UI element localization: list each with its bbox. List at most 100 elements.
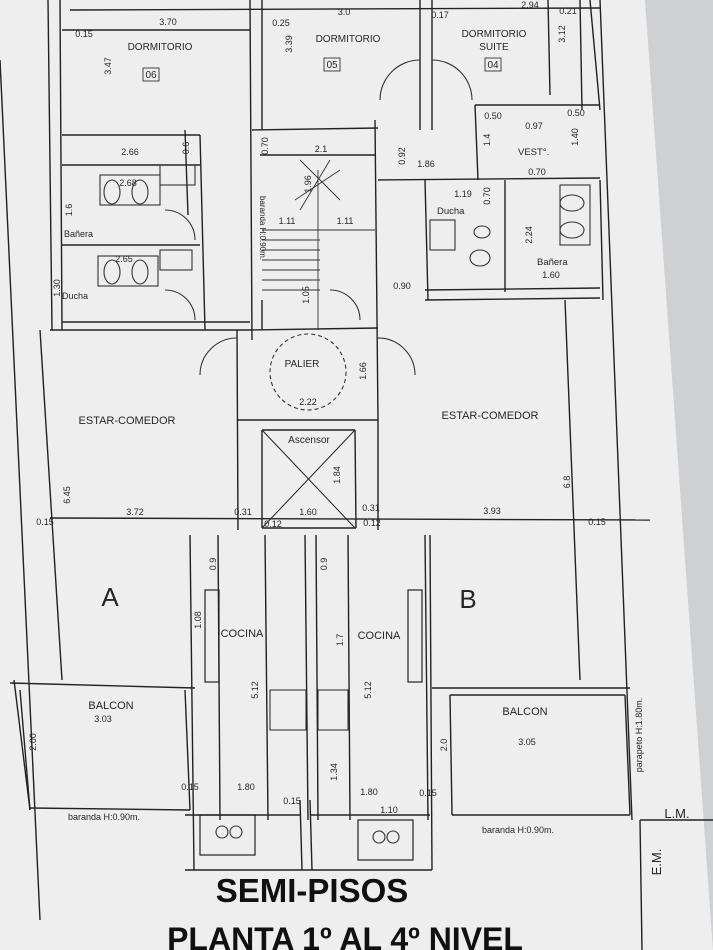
dim-184: 1.84 bbox=[332, 466, 342, 484]
dim-196: 1.96 bbox=[303, 175, 313, 193]
dim-393: 3.93 bbox=[483, 506, 501, 516]
room-cocina-right: COCINA bbox=[358, 630, 401, 642]
dim-645: 6.45 bbox=[62, 486, 72, 504]
dim-305: 3.05 bbox=[518, 737, 536, 747]
dim-200: 2.00 bbox=[28, 733, 38, 751]
stair-treads bbox=[262, 159, 375, 330]
dim-160-mid: 1.60 bbox=[299, 507, 317, 517]
dim-070: 0.70 bbox=[260, 137, 270, 155]
dim-parapeto: parapeto H:1.80m. bbox=[634, 698, 644, 773]
dim-134: 1.34 bbox=[329, 763, 339, 781]
room-number-box-06 bbox=[142, 67, 160, 82]
dim-20: 2.0 bbox=[439, 739, 449, 752]
dim-012-r: 0.12 bbox=[363, 518, 381, 528]
dim-180-r: 1.80 bbox=[360, 787, 378, 797]
dim-105: 1.05 bbox=[301, 286, 311, 304]
dim-012-l: 0.12 bbox=[264, 519, 282, 529]
dim-68: 6.8 bbox=[562, 476, 572, 489]
dim-baranda-stair: baranda H:0.90m. bbox=[258, 196, 267, 260]
dim-347: 3.47 bbox=[103, 57, 113, 75]
dim-111-b: 1.11 bbox=[337, 216, 354, 226]
dim-09-l: 0.9 bbox=[208, 558, 218, 571]
dim-17: 1.7 bbox=[335, 634, 345, 647]
room-balcon-left: BALCON bbox=[88, 700, 133, 712]
dim-303: 3.03 bbox=[94, 714, 112, 724]
dim-370: 3.70 bbox=[159, 17, 177, 27]
dim-180-l: 1.80 bbox=[237, 782, 255, 792]
dim-092: 0.92 bbox=[397, 147, 407, 165]
room-estar-comedor-right: ESTAR-COMEDOR bbox=[442, 410, 539, 422]
dim-268: 2.68 bbox=[119, 178, 137, 188]
dim-140: 1.40 bbox=[570, 128, 580, 146]
dim-339: 3.39 bbox=[284, 35, 294, 53]
dim-031-l: 0.31 bbox=[234, 507, 252, 517]
dim-108: 1.08 bbox=[193, 611, 203, 629]
dim-512-l: 5.12 bbox=[250, 681, 260, 699]
palier-circle bbox=[269, 333, 347, 411]
dim-16: 1.6 bbox=[64, 204, 74, 217]
fixtures bbox=[97, 59, 591, 844]
dim-015-br: 0.15 bbox=[419, 788, 437, 798]
dim-baranda-right: baranda H:0.90m. bbox=[482, 825, 554, 835]
room-banera-right: Bañera bbox=[537, 257, 568, 268]
dim-baranda-left: baranda H:0.90m. bbox=[68, 812, 140, 822]
dim-21: 2.1 bbox=[315, 144, 328, 154]
dim-30: 3.0 bbox=[338, 7, 351, 17]
plan-title-line2: PLANTA 1º AL 4º NIVEL bbox=[167, 921, 523, 950]
room-number-box-05 bbox=[323, 57, 341, 72]
dim-09-r: 0.9 bbox=[319, 558, 329, 571]
dim-130: 1.30 bbox=[52, 279, 62, 297]
dim-050-b: 0.50 bbox=[567, 108, 585, 118]
unit-label-b: B bbox=[459, 584, 476, 614]
room-vest: VEST°. bbox=[518, 147, 549, 158]
room-number-04: 04 bbox=[487, 60, 499, 71]
dim-017: 0.17 bbox=[431, 10, 449, 20]
room-banera-left: Bañera bbox=[64, 229, 93, 239]
dim-372: 3.72 bbox=[126, 507, 144, 517]
plan-title-line1: SEMI-PISOS bbox=[216, 872, 409, 909]
label-em: E.M. bbox=[649, 849, 664, 876]
room-number-05: 05 bbox=[326, 60, 338, 71]
dim-186: 1.86 bbox=[417, 159, 435, 169]
dim-025: 0.25 bbox=[272, 18, 290, 28]
dimensions: 3.70 0.25 3.0 0.17 2.94 0.21 0.15 3.47 3… bbox=[28, 0, 690, 875]
dim-294: 2.94 bbox=[521, 0, 539, 10]
dim-021: 0.21 bbox=[559, 6, 577, 16]
room-estar-comedor-left: ESTAR-COMEDOR bbox=[79, 415, 176, 427]
dim-265: 2.65 bbox=[115, 254, 133, 264]
room-dormitorio-06: DORMITORIO bbox=[128, 42, 193, 53]
dim-015-l: 0.15 bbox=[36, 517, 54, 527]
unit-label-a: A bbox=[101, 582, 119, 612]
room-number-box-04 bbox=[484, 57, 502, 72]
dim-111-a: 1.11 bbox=[279, 216, 296, 226]
dim-512-r: 5.12 bbox=[363, 681, 373, 699]
dim-070-b: 0.70 bbox=[528, 167, 546, 177]
room-ascensor: Ascensor bbox=[288, 435, 330, 446]
dim-050-a: 0.50 bbox=[484, 111, 502, 121]
room-ducha-right: Ducha bbox=[437, 206, 465, 217]
room-palier: PALIER bbox=[285, 359, 320, 370]
room-dormitorio-04: DORMITORIO bbox=[462, 29, 527, 40]
dim-015-bc: 0.15 bbox=[283, 796, 301, 806]
dim-266: 2.66 bbox=[121, 147, 139, 157]
room-cocina-left: COCINA bbox=[221, 628, 264, 640]
paper-shadow bbox=[645, 0, 713, 950]
room-number-06: 06 bbox=[145, 70, 157, 81]
room-suite-04: SUITE bbox=[479, 42, 509, 53]
room-dormitorio-05: DORMITORIO bbox=[316, 34, 381, 45]
dim-015-r: 0.15 bbox=[588, 517, 606, 527]
dim-097: 0.97 bbox=[525, 121, 543, 131]
dim-031-r: 0.31 bbox=[362, 503, 380, 513]
dim-312: 3.12 bbox=[557, 25, 567, 43]
dim-070-c: 0.70 bbox=[482, 187, 492, 205]
dim-166: 1.66 bbox=[358, 362, 368, 380]
dim-160: 1.60 bbox=[542, 270, 560, 280]
dim-06: 0.6 bbox=[181, 142, 191, 155]
dim-015-top: 0.15 bbox=[75, 29, 93, 39]
room-balcon-right: BALCON bbox=[502, 706, 547, 718]
dim-110: 1.10 bbox=[380, 805, 398, 815]
